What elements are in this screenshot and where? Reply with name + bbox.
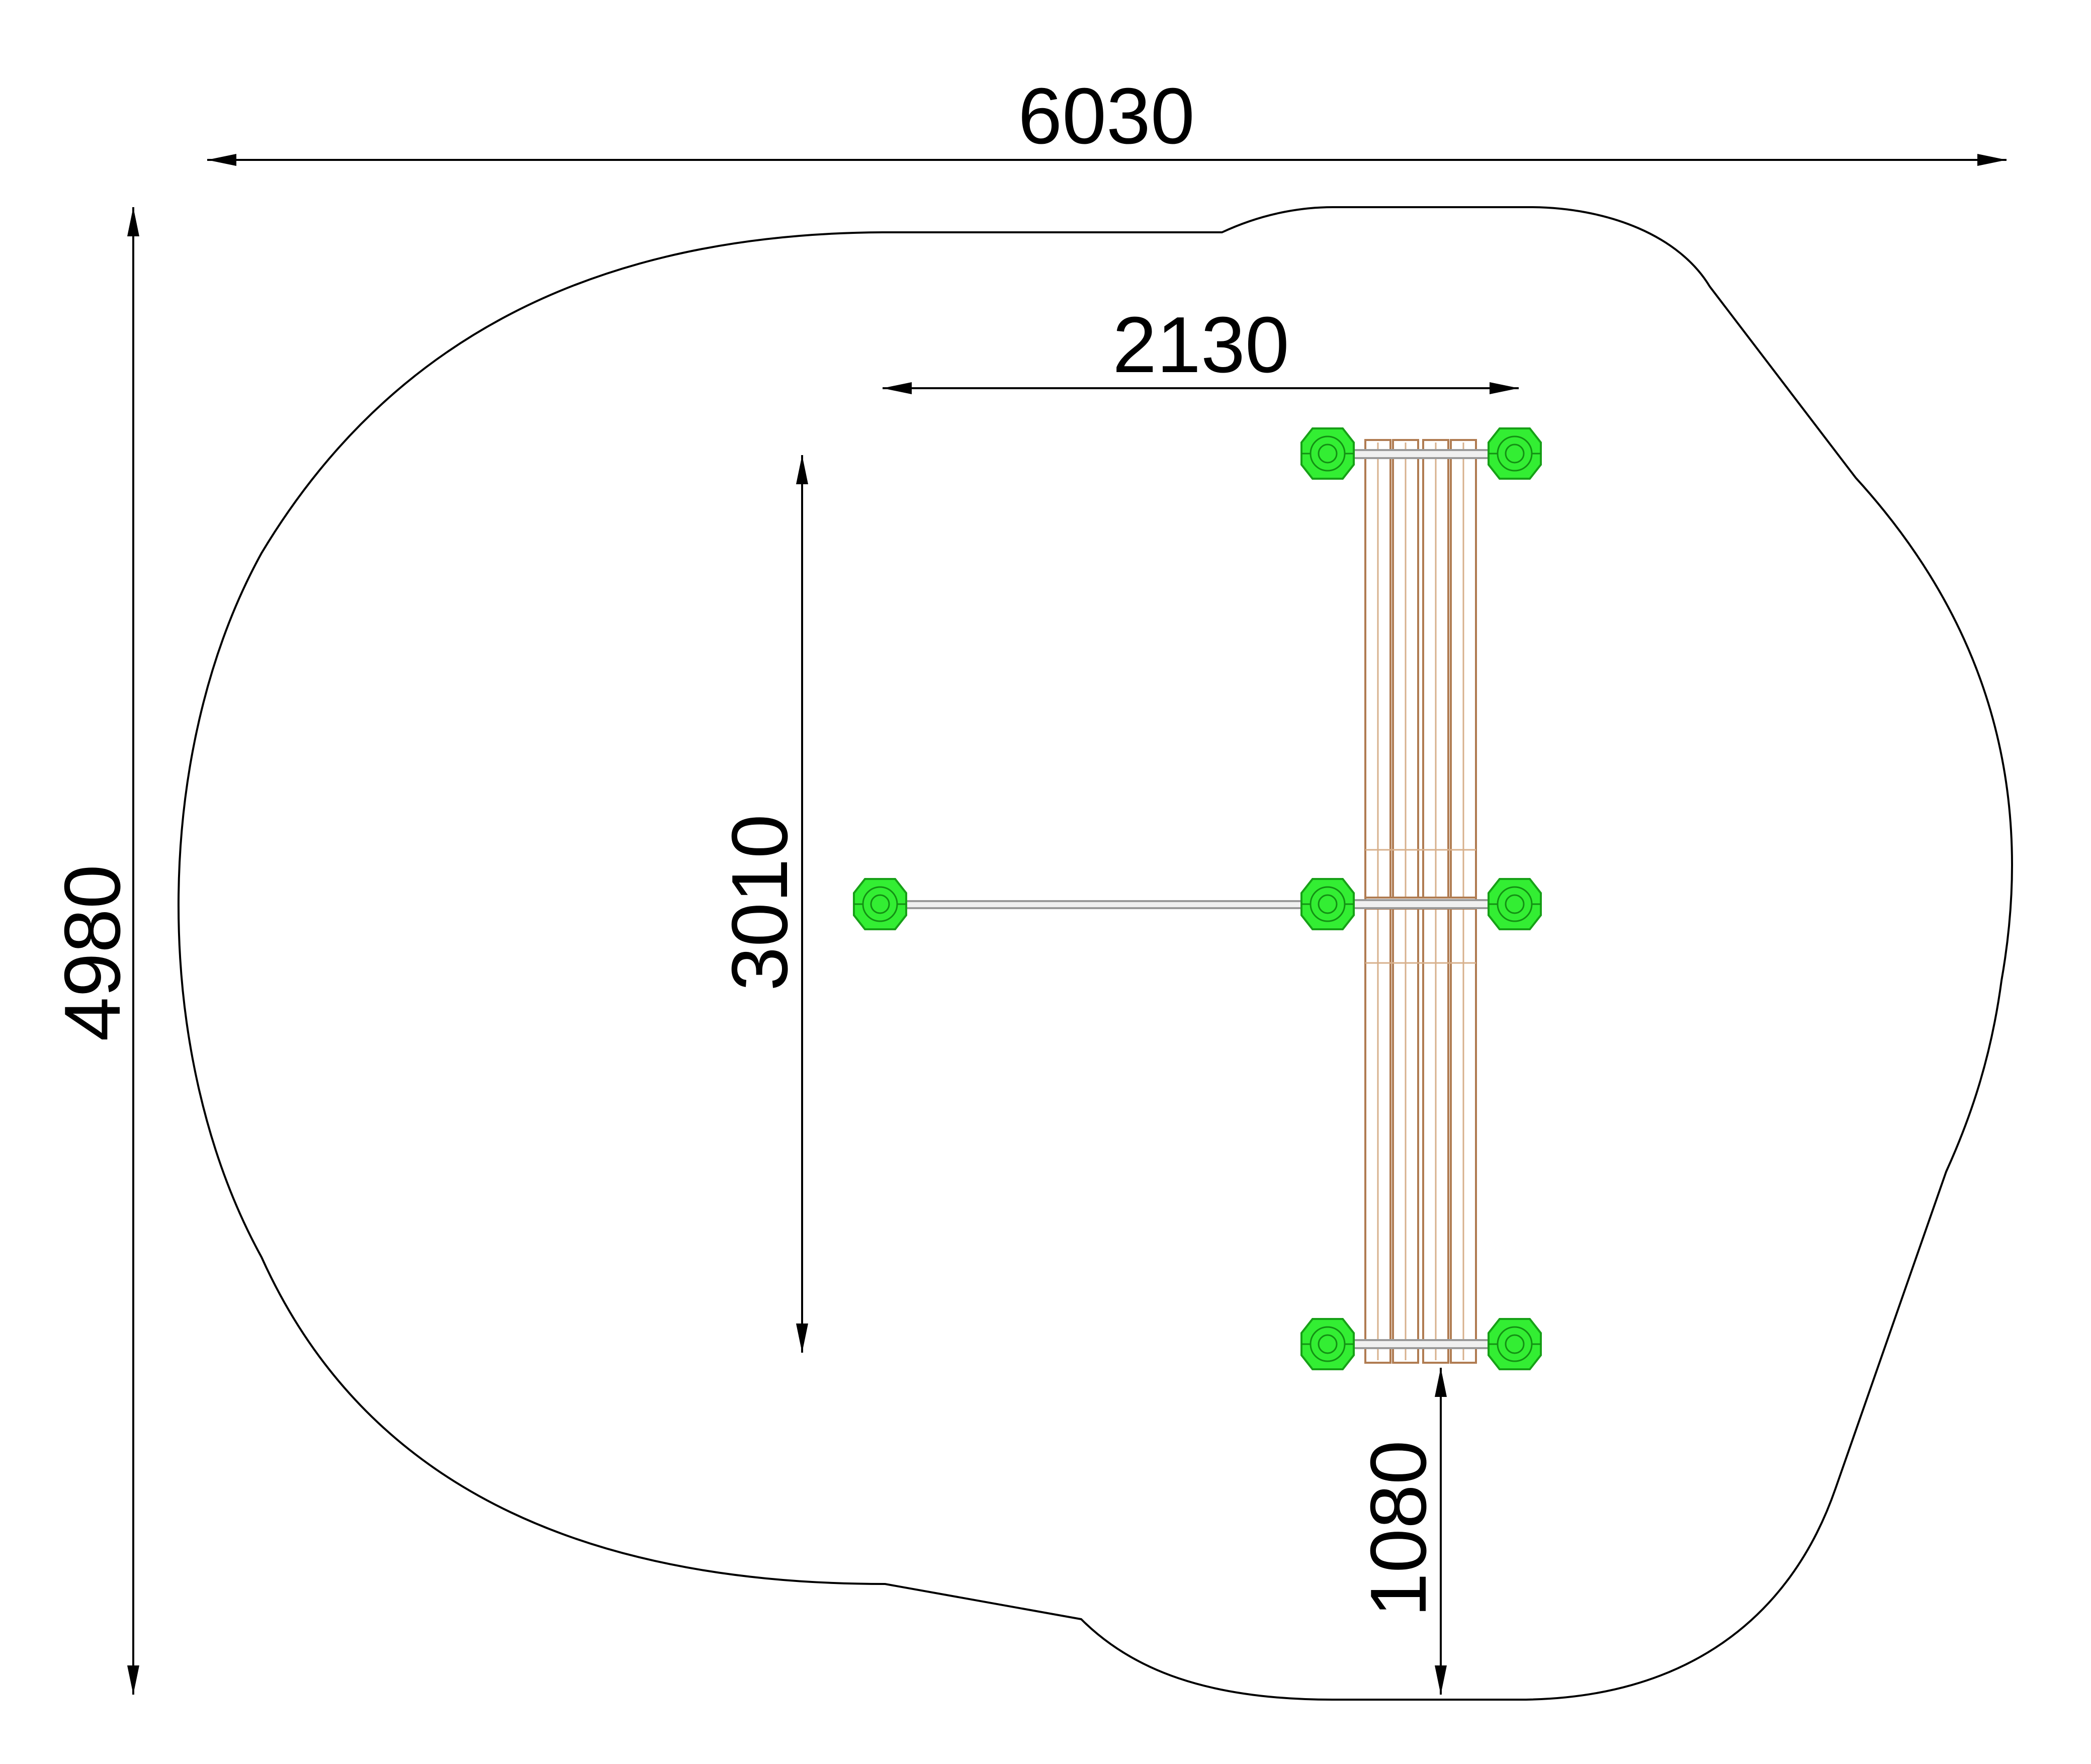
arrowhead-icon [207,154,236,166]
edge-clearance-label: 1080 [1354,1440,1443,1617]
arrowhead-icon [1435,1665,1447,1695]
dimension-edge-clearance: 1080 [1354,1368,1447,1695]
equipment-length-label: 3010 [716,814,804,991]
post-cap-icon [853,878,907,930]
post-middle-right [1488,878,1542,930]
post-bottom-left [1300,1318,1355,1370]
dimension-equipment-length: 3010 [716,455,808,1353]
post-cap-icon [1300,1318,1355,1370]
post-cap-icon [1488,1318,1542,1370]
overall-depth-label: 4980 [48,864,137,1041]
overall-width-label: 6030 [1018,72,1195,160]
safety-area-outline [178,206,2013,1701]
dimension-equipment-width: 2130 [883,301,1519,394]
post-middle-far-left [853,878,907,930]
bottom-rail [1349,1339,1505,1349]
arrowhead-icon [883,382,912,394]
post-cap-icon [1300,427,1355,480]
arrowhead-icon [1977,154,2007,166]
side-bar [899,900,1324,909]
post-cap-icon [1488,878,1542,930]
arrowhead-icon [127,207,139,236]
arrowhead-icon [1435,1368,1447,1397]
top-rail [1349,449,1505,459]
arrowhead-icon [796,1324,808,1353]
post-cap-icon [1488,427,1542,480]
middle-rail [1349,899,1505,909]
post-top-right [1488,427,1542,480]
arrowhead-icon [796,455,808,484]
post-middle-left [1300,878,1355,930]
equipment-width-label: 2130 [1112,301,1289,389]
dimension-overall-depth: 4980 [48,207,139,1695]
arrowhead-icon [127,1665,139,1695]
post-cap-icon [1300,878,1355,930]
post-bottom-right [1488,1318,1542,1370]
dimension-overall-width: 6030 [207,72,2007,166]
arrowhead-icon [1490,382,1519,394]
post-top-left [1300,427,1355,480]
